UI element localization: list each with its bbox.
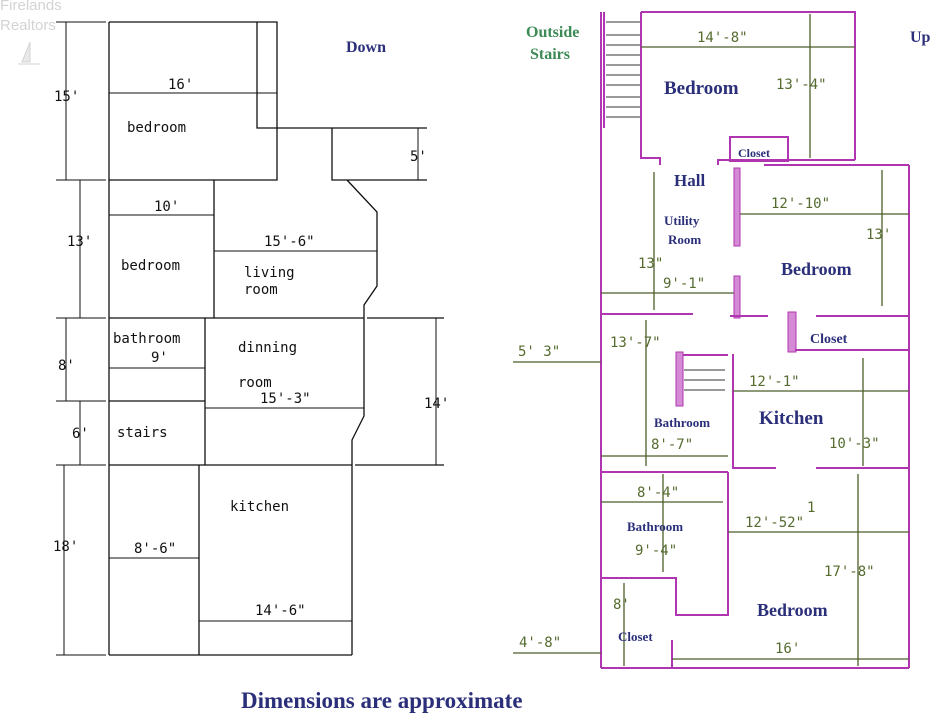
dimension-label: 6' — [72, 426, 89, 442]
lower-floor-plan: Down bedroom bedroom living room bathroo… — [53, 21, 449, 656]
dimensions-approximate-note: Dimensions are approximate — [241, 688, 523, 713]
room-label-dining-room: room — [238, 375, 272, 391]
dimension-label: 14'-8" — [697, 30, 748, 46]
room-label-stairs: stairs — [117, 425, 168, 441]
room-label-bedroom: Bedroom — [664, 78, 739, 99]
room-label-bedroom: bedroom — [121, 258, 180, 274]
upper-floor-plan: Outside Stairs Up Bedroom Closet Hall Ut… — [513, 11, 930, 669]
room-label-utility: Utility — [664, 213, 700, 228]
watermark-line2: Realtors — [0, 17, 56, 34]
dimension-label: 12'-10" — [771, 196, 830, 212]
dimension-label: 14'-6" — [255, 603, 306, 619]
dimension-label: 8' — [58, 358, 75, 374]
dimension-label: 4'-8" — [519, 635, 561, 651]
dimension-label: 12'-52" — [745, 515, 804, 531]
dimension-label: 15'-6" — [264, 234, 315, 250]
dimension-label: 16' — [168, 77, 193, 93]
room-label-living-room: room — [244, 282, 278, 298]
room-label-bedroom: Bedroom — [757, 600, 828, 620]
outside-stairs-label: Outside — [526, 24, 579, 41]
dimension-label: 5' 3" — [518, 344, 560, 360]
dimension-label: 15'-3" — [260, 391, 311, 407]
room-label-closet: Closet — [738, 146, 770, 160]
dimension-label: 8'-6" — [134, 541, 176, 557]
room-label-bedroom: Bedroom — [781, 259, 852, 279]
dimension-label: 13'-4" — [776, 77, 827, 93]
room-label-hall: Hall — [674, 171, 705, 190]
dimension-label: 10' — [154, 199, 179, 215]
dimension-label: 14' — [424, 396, 449, 412]
room-label-bathroom: Bathroom — [654, 415, 710, 430]
room-label-bathroom: Bathroom — [627, 519, 683, 534]
dimension-label: 10'-3" — [829, 436, 880, 452]
room-label-dining: dinning — [238, 340, 297, 356]
dimension-label: 12'-1" — [749, 374, 800, 390]
dimension-label: 13' — [67, 234, 92, 250]
dimension-label: 17'-8" — [824, 564, 875, 580]
dimension-label: 8'-4" — [637, 485, 679, 501]
dimension-label: 8' — [613, 597, 630, 613]
room-label-bathroom: bathroom — [113, 331, 180, 347]
dimension-label: 15' — [54, 89, 79, 105]
dimension-label: 18' — [53, 539, 78, 555]
dimension-label: 13' — [866, 227, 891, 243]
room-label-living: living — [244, 265, 295, 281]
watermark-line1: Firelands — [0, 0, 62, 14]
direction-down-label: Down — [346, 39, 386, 56]
room-label-kitchen: Kitchen — [759, 408, 824, 429]
watermark: Firelands Realtors — [0, 0, 62, 65]
dimension-label: 9'-1" — [663, 276, 705, 292]
dimension-label: 13" — [638, 256, 663, 272]
outside-stairs-drawing — [603, 12, 642, 128]
direction-up-label: Up — [910, 29, 930, 46]
dimension-label: 8'-7" — [651, 437, 693, 453]
room-label-utility-room: Room — [668, 232, 701, 247]
dimension-label: 16' — [775, 641, 800, 657]
dimension-label: 5' — [410, 149, 427, 165]
dimension-label: 13'-7" — [610, 335, 661, 351]
dimension-label: 9'-4" — [635, 543, 677, 559]
sailboat-icon — [18, 41, 40, 65]
room-label-bedroom: bedroom — [127, 120, 186, 136]
room-label-closet: Closet — [810, 332, 848, 347]
room-label-closet: Closet — [618, 629, 653, 644]
room-label-kitchen: kitchen — [230, 499, 289, 515]
dimension-label: 9' — [151, 350, 168, 366]
outside-stairs-label: Stairs — [530, 46, 570, 63]
dimension-label: 1 — [807, 500, 815, 516]
